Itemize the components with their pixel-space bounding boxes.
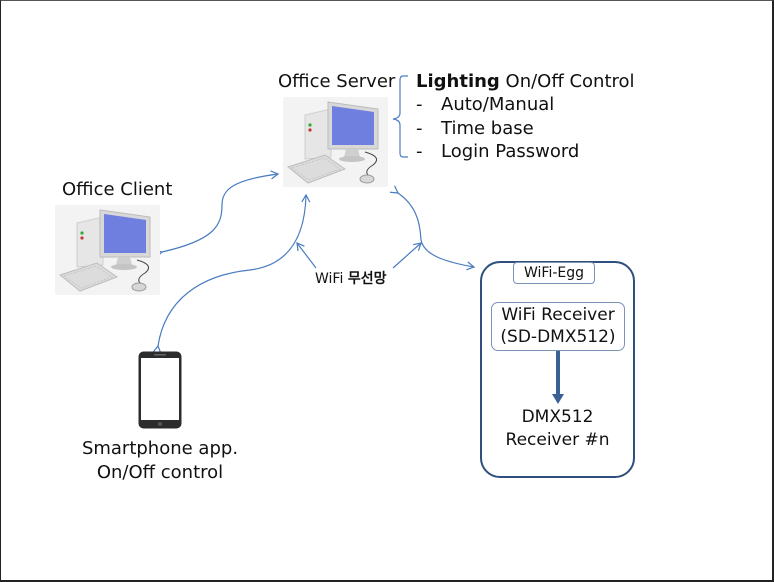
feature-bullet: -: [416, 94, 423, 115]
arrow-client-server: [154, 170, 280, 258]
features-title: Lighting On/Off Control: [416, 71, 635, 93]
smartphone-icon[interactable]: [138, 351, 182, 429]
arrow-server-egg: [389, 185, 476, 271]
arrow-phone-server: [152, 193, 311, 354]
wifi-receiver-line1: WiFi Receiver: [501, 305, 615, 325]
feature-item: -Auto/Manual: [416, 94, 554, 116]
feature-text: Login Password: [441, 141, 580, 162]
feature-text: Auto/Manual: [441, 94, 555, 115]
dmx-receiver-label: DMX512 Receiver #n: [480, 406, 635, 452]
dmx-line1: DMX512: [521, 407, 594, 427]
wifi-receiver-line2: (SD-DMX512): [500, 327, 616, 347]
smartphone-label-line1: Smartphone app.: [81, 438, 239, 459]
wifi-network-label: WiFi 무선망: [315, 270, 386, 288]
feature-bullet: -: [416, 141, 423, 162]
wifi-pointer-right: [392, 242, 422, 269]
smartphone-label-line2: On/Off control: [96, 462, 224, 483]
feature-text: Time base: [441, 118, 534, 139]
dmx-line2: Receiver #n: [505, 430, 610, 450]
server-computer-icon[interactable]: [283, 97, 388, 187]
wifi-receiver-box: WiFi Receiver (SD-DMX512): [491, 302, 625, 351]
wifi-label-latin: WiFi: [315, 271, 344, 287]
client-label: Office Client: [62, 179, 173, 200]
client-computer-icon[interactable]: [55, 205, 160, 295]
feature-item: -Login Password: [416, 141, 579, 163]
server-label: Office Server: [278, 71, 396, 92]
features-title-rest: On/Off Control: [499, 71, 635, 92]
wifi-label-korean: 무선망: [347, 271, 387, 287]
features-title-bold: Lighting: [416, 71, 500, 92]
smartphone-label: Smartphone app. On/Off control: [70, 437, 250, 485]
wifi-pointer-left: [296, 242, 317, 269]
feature-bullet: -: [416, 118, 423, 139]
wifi-egg-title: WiFi-Egg: [513, 262, 595, 284]
feature-bracket: [392, 75, 408, 158]
receiver-down-arrow-head: [552, 394, 564, 404]
feature-item: -Time base: [416, 118, 534, 140]
